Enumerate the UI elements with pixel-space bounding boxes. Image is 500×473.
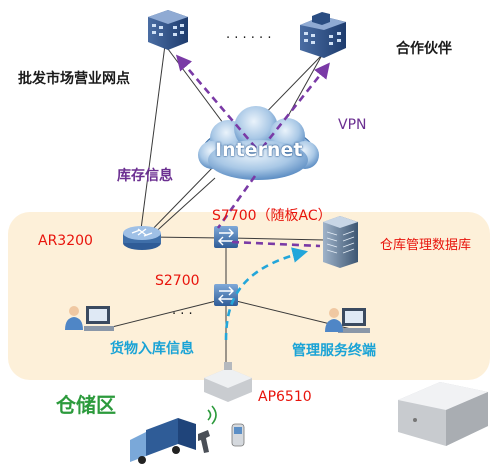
vpn-flow [175, 54, 330, 248]
access-point-large-icon [398, 382, 488, 446]
warehouse-db-label: 仓库管理数据库 [380, 238, 472, 253]
mgmt-terminal-label: 管理服务终端 [292, 343, 376, 359]
building-retail-icon [148, 10, 188, 50]
switch-s7700-icon [214, 226, 238, 248]
barcode-scanner-icon [198, 405, 217, 453]
internet-label: Internet [215, 139, 303, 161]
dots-mid-label: · · · [172, 307, 193, 322]
goods-info-flow [224, 247, 309, 341]
inventory-info-label: 库存信息 [117, 168, 173, 184]
partners-label: 合作伙伴 [396, 41, 452, 57]
s2700-label: S2700 [155, 273, 200, 289]
vpn-label: VPN [338, 117, 367, 133]
dots-top-label: · · · · · · [226, 31, 272, 46]
handheld-terminal-icon [231, 423, 245, 447]
goods-info-label: 货物入库信息 [110, 341, 194, 357]
warehouse-zone [8, 212, 490, 380]
internet-cloud-icon [198, 106, 319, 180]
management-terminal-icon [325, 308, 370, 333]
switch-s2700-icon [214, 284, 238, 306]
database-server-icon [323, 216, 358, 268]
access-point-ap6510-icon [204, 362, 252, 402]
ar3200-label: AR3200 [38, 233, 93, 249]
retail-outlets-label: 批发市场营业网点 [18, 71, 130, 87]
storage-zone-label: 仓储区 [56, 393, 116, 417]
s7700-label: S7700（随板AC） [212, 208, 332, 224]
truck-icon [130, 418, 196, 464]
ap6510-label: AP6510 [258, 389, 312, 405]
building-partner-icon [300, 12, 346, 58]
user-workstation-icon [65, 306, 114, 331]
router-ar3200-icon [123, 226, 161, 250]
